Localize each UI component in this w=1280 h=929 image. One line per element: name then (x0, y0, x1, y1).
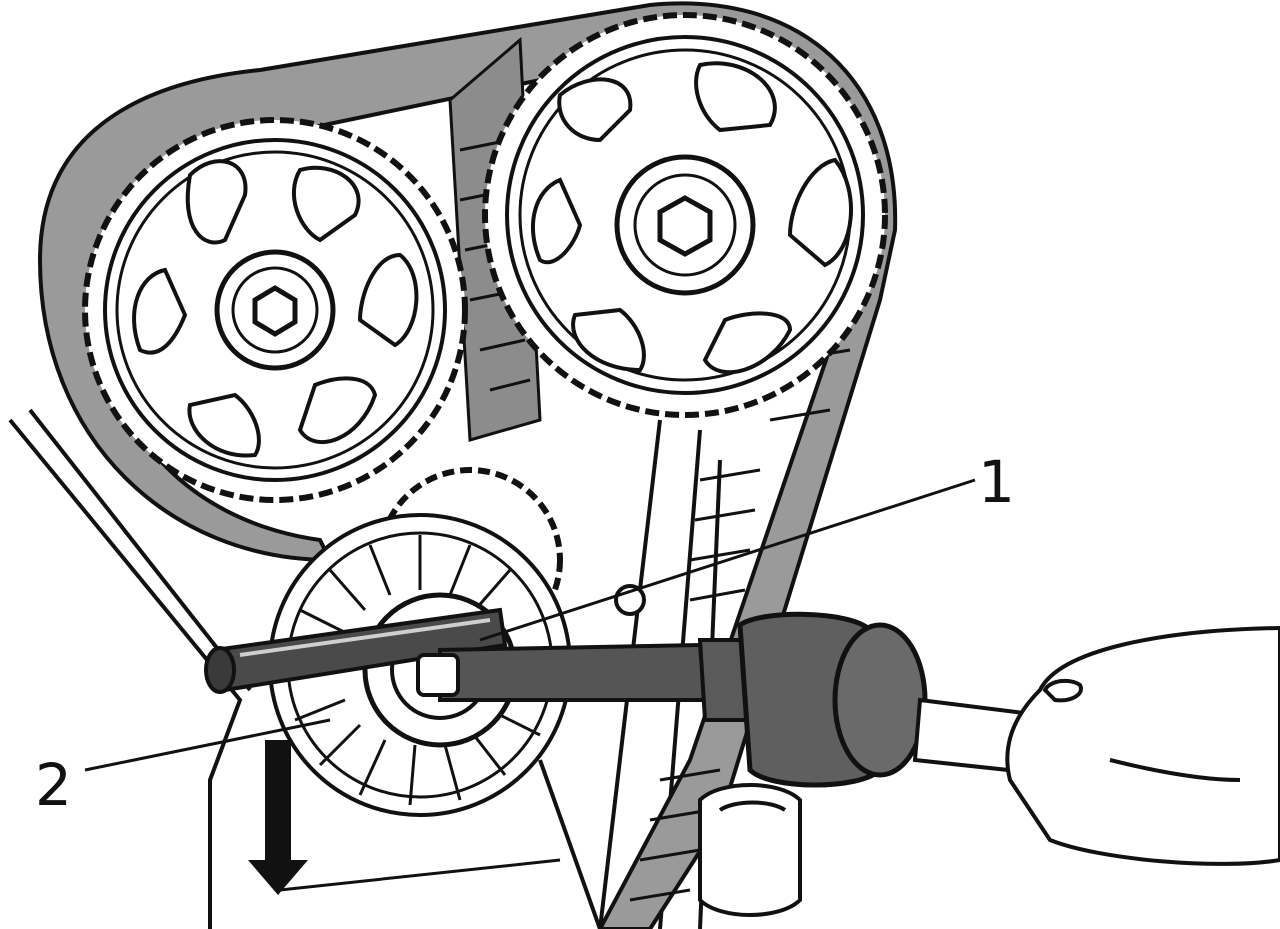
callout-1-leader (479, 478, 976, 642)
arrow-down-icon (248, 740, 308, 895)
tensioner-fins (294, 535, 541, 806)
tensioner-pin-tool (204, 607, 508, 694)
callout-2-leader (84, 718, 331, 772)
callout-1-label: 1 (978, 448, 1015, 516)
callout-2-label: 2 (35, 751, 72, 819)
left-pulley-spoke-holes (132, 159, 419, 458)
left-camshaft-pulley (82, 117, 468, 503)
lower-casing (698, 783, 802, 917)
callout-leaders (84, 478, 976, 772)
hand (1005, 625, 1280, 866)
right-camshaft-pulley (482, 12, 888, 418)
right-pulley-spoke-holes (531, 61, 853, 375)
